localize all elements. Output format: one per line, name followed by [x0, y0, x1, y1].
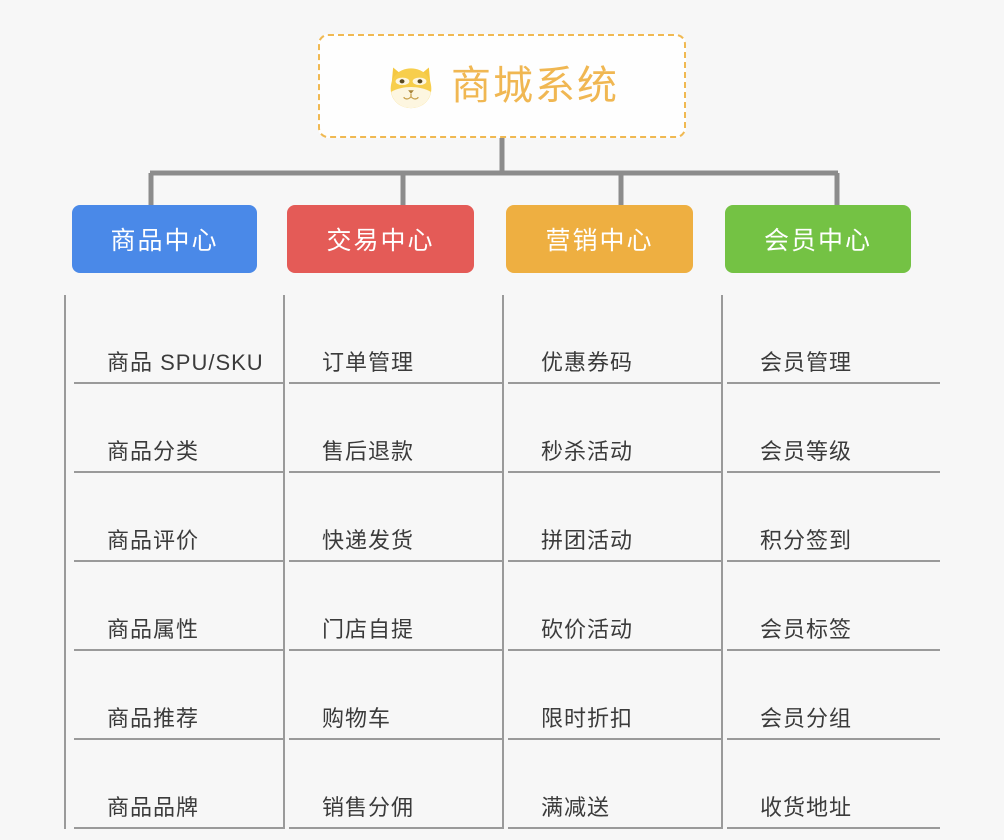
list-item[interactable]: 购物车 — [289, 651, 502, 740]
list-item-label: 积分签到 — [760, 527, 853, 553]
list-item[interactable]: 商品属性 — [74, 562, 283, 651]
list-item-label: 快递发货 — [322, 527, 415, 553]
list-item-label: 门店自提 — [322, 616, 415, 642]
list-item-label: 会员标签 — [760, 616, 853, 642]
leaf-list-product-center: 商品 SPU/SKU 商品分类 商品评价 商品属性 商品推荐 商品品牌 — [64, 295, 283, 829]
list-item-label: 满减送 — [541, 794, 611, 820]
list-item[interactable]: 商品分类 — [74, 384, 283, 473]
list-item-label: 商品属性 — [107, 616, 200, 642]
list-item[interactable]: 商品 SPU/SKU — [74, 295, 283, 384]
list-item[interactable]: 商品品牌 — [74, 740, 283, 829]
list-item[interactable]: 商品评价 — [74, 473, 283, 562]
root-node[interactable]: 商城系统 — [318, 34, 686, 138]
list-item-label: 订单管理 — [322, 349, 415, 375]
list-item-label: 会员管理 — [760, 349, 853, 375]
list-item-label: 优惠券码 — [541, 349, 634, 375]
list-item-label: 购物车 — [322, 705, 392, 731]
column-member-center: 会员中心 会员管理 会员等级 积分签到 会员标签 会员分组 收货地址 — [721, 205, 940, 829]
list-item-label: 商品品牌 — [107, 794, 200, 820]
list-item[interactable]: 优惠券码 — [508, 295, 721, 384]
list-item[interactable]: 拼团活动 — [508, 473, 721, 562]
list-item[interactable]: 门店自提 — [289, 562, 502, 651]
category-title: 交易中心 — [326, 227, 435, 255]
list-item[interactable]: 快递发货 — [289, 473, 502, 562]
list-item[interactable]: 会员标签 — [727, 562, 940, 651]
leaf-list-member-center: 会员管理 会员等级 积分签到 会员标签 会员分组 收货地址 — [721, 295, 940, 829]
list-item[interactable]: 限时折扣 — [508, 651, 721, 740]
list-item-label: 拼团活动 — [541, 527, 634, 553]
list-item-label: 秒杀活动 — [541, 438, 634, 464]
list-item-label: 会员等级 — [760, 438, 853, 464]
list-item[interactable]: 会员分组 — [727, 651, 940, 740]
tree-columns: 商品中心 商品 SPU/SKU 商品分类 商品评价 商品属性 商品推荐 商品品牌… — [0, 205, 1004, 829]
list-item-label: 商品分类 — [107, 438, 200, 464]
list-item-label: 砍价活动 — [541, 616, 634, 642]
category-header-product-center[interactable]: 商品中心 — [72, 205, 257, 273]
list-item[interactable]: 会员管理 — [727, 295, 940, 384]
category-title: 营销中心 — [545, 227, 654, 255]
list-item-label: 商品推荐 — [107, 705, 200, 731]
list-item-label: 会员分组 — [760, 705, 853, 731]
list-item[interactable]: 砍价活动 — [508, 562, 721, 651]
category-title: 商品中心 — [110, 227, 219, 255]
list-item[interactable]: 商品推荐 — [74, 651, 283, 740]
column-product-center: 商品中心 商品 SPU/SKU 商品分类 商品评价 商品属性 商品推荐 商品品牌 — [64, 205, 283, 829]
list-item-label: 收货地址 — [760, 794, 853, 820]
list-item-label: 销售分佣 — [322, 794, 415, 820]
list-item[interactable]: 积分签到 — [727, 473, 940, 562]
leaf-list-trade-center: 订单管理 售后退款 快递发货 门店自提 购物车 销售分佣 — [283, 295, 502, 829]
list-item[interactable]: 秒杀活动 — [508, 384, 721, 473]
list-item-label: 商品评价 — [107, 527, 200, 553]
list-item[interactable]: 售后退款 — [289, 384, 502, 473]
category-title: 会员中心 — [763, 227, 872, 255]
root-node-container: 商城系统 — [0, 34, 1004, 138]
column-trade-center: 交易中心 订单管理 售后退款 快递发货 门店自提 购物车 销售分佣 — [283, 205, 502, 829]
list-item[interactable]: 满减送 — [508, 740, 721, 829]
list-item[interactable]: 销售分佣 — [289, 740, 502, 829]
category-header-marketing-center[interactable]: 营销中心 — [506, 205, 693, 273]
list-item-label: 售后退款 — [322, 438, 415, 464]
list-item[interactable]: 收货地址 — [727, 740, 940, 829]
list-item[interactable]: 订单管理 — [289, 295, 502, 384]
column-marketing-center: 营销中心 优惠券码 秒杀活动 拼团活动 砍价活动 限时折扣 满减送 — [502, 205, 721, 829]
list-item-label: 限时折扣 — [541, 705, 634, 731]
category-header-trade-center[interactable]: 交易中心 — [287, 205, 474, 273]
leaf-list-marketing-center: 优惠券码 秒杀活动 拼团活动 砍价活动 限时折扣 满减送 — [502, 295, 721, 829]
category-header-member-center[interactable]: 会员中心 — [725, 205, 911, 273]
shiba-dog-face-icon — [390, 67, 432, 109]
root-node-title: 商城系统 — [451, 64, 619, 108]
list-item[interactable]: 会员等级 — [727, 384, 940, 473]
list-item-label: 商品 SPU/SKU — [107, 349, 264, 375]
